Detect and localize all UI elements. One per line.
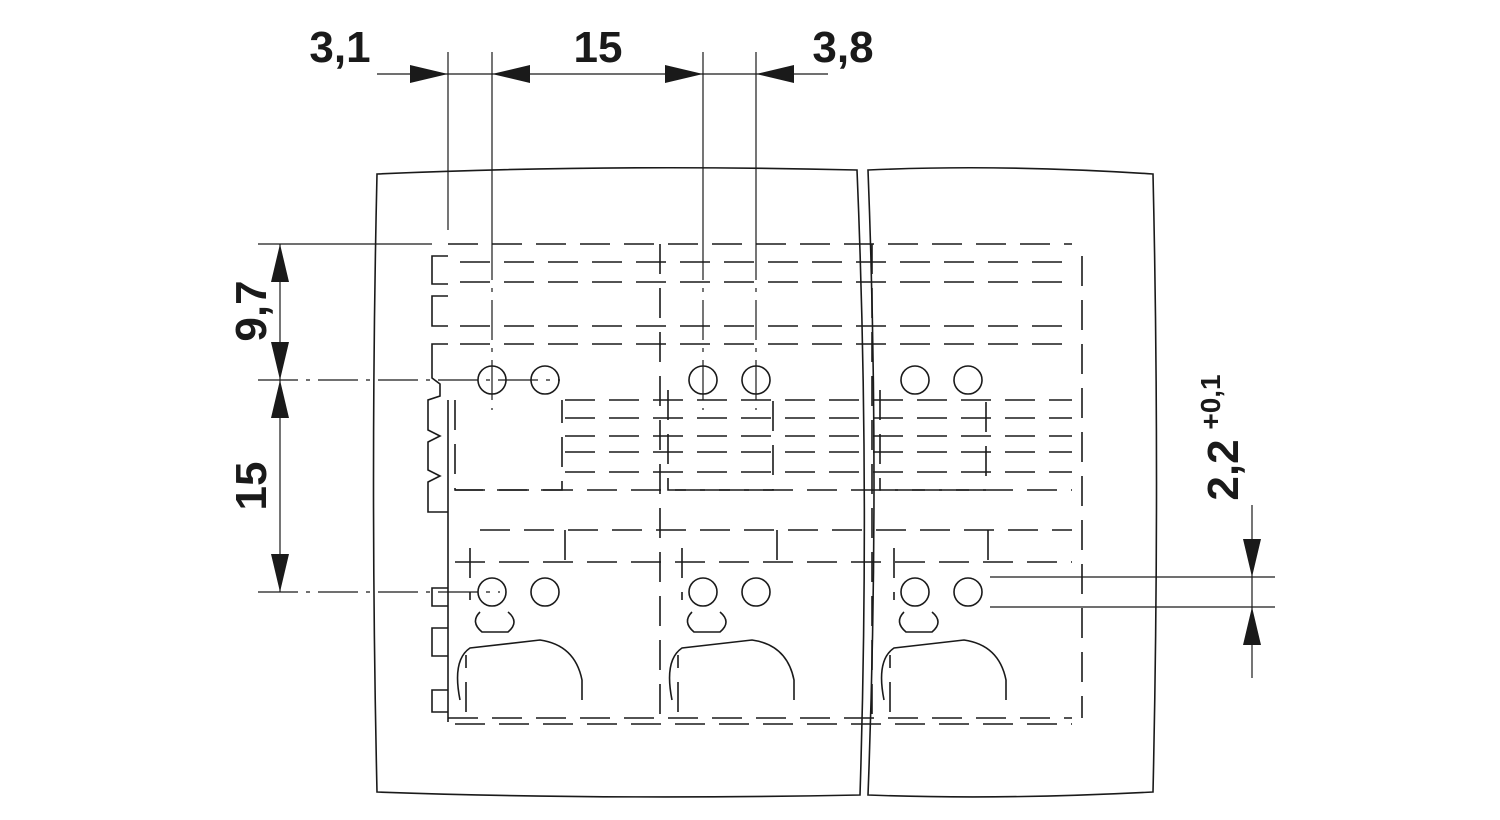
dim-pitch-horizontal-label: 15 bbox=[574, 23, 623, 72]
contact-springs bbox=[456, 611, 1007, 712]
pin-hole bbox=[953, 365, 983, 395]
right-dimension-line bbox=[1243, 505, 1261, 678]
pin-hole bbox=[477, 577, 507, 607]
left-dimension-line bbox=[271, 244, 289, 592]
dim-offset-left-label: 3,1 bbox=[309, 23, 370, 72]
pin-holes bbox=[477, 365, 983, 607]
board-right-outline bbox=[867, 166, 1158, 798]
dim-upper-vertical-label: 9,7 bbox=[227, 280, 276, 341]
component-hidden-outline bbox=[447, 243, 1083, 725]
dim-hole-diameter-label: 2,2 bbox=[1199, 439, 1248, 500]
board-left-outline bbox=[372, 166, 866, 798]
housing-left-edge bbox=[427, 255, 448, 713]
extension-lines bbox=[258, 52, 757, 245]
dim-hole-tolerance-label: +0,1 bbox=[1195, 374, 1226, 429]
pin-hole bbox=[953, 577, 983, 607]
board-outlines bbox=[372, 166, 1158, 798]
pin-hole bbox=[688, 577, 718, 607]
pin-hole bbox=[900, 365, 930, 395]
dim-pitch-vertical-label: 15 bbox=[227, 462, 276, 511]
pin-hole bbox=[530, 577, 560, 607]
pin-hole bbox=[741, 577, 771, 607]
center-lines bbox=[258, 240, 1275, 608]
pin-hole bbox=[900, 577, 930, 607]
dim-offset-right-label: 3,8 bbox=[812, 23, 873, 72]
top-dimension-line bbox=[377, 65, 828, 83]
